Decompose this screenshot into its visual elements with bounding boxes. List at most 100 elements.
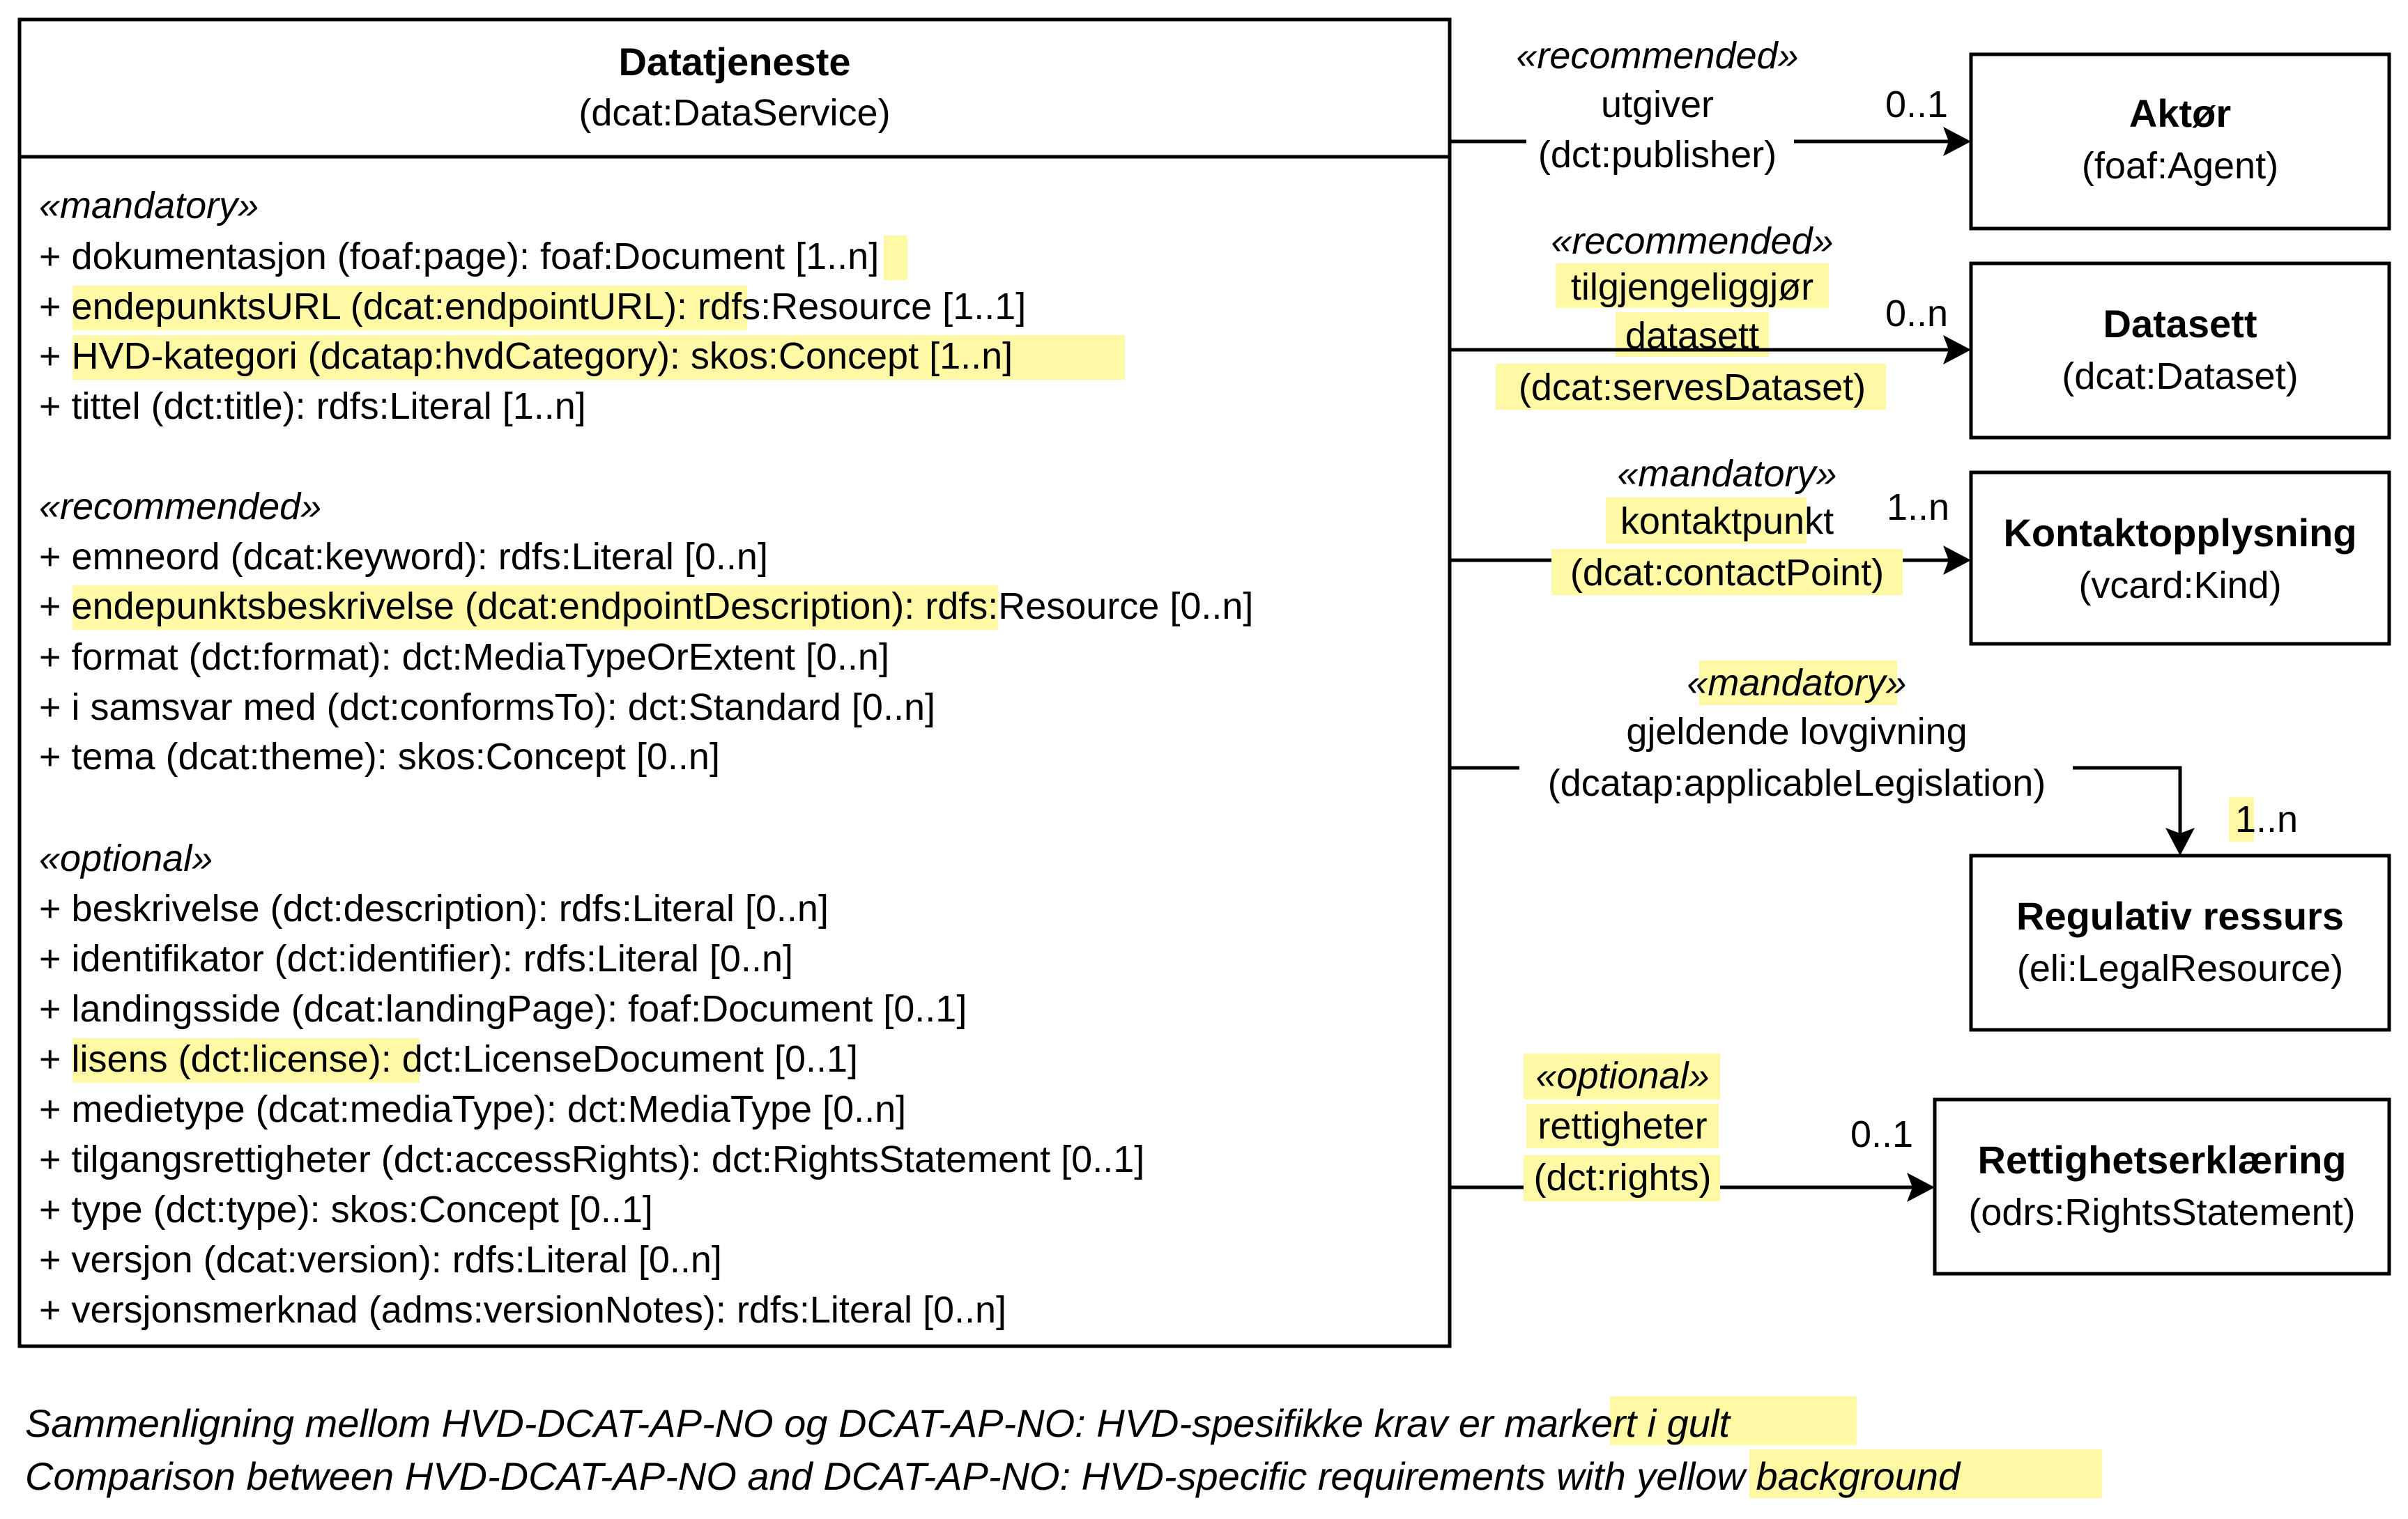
stereotype-recommended: «recommended» (39, 486, 321, 527)
class-name: Rettighetserklæring (1978, 1138, 2347, 1182)
attribute-row: + endepunktsURL (dcat:endpointURL): rdfs… (39, 286, 1026, 327)
association-multiplicity: 1..n (2235, 799, 2298, 840)
class-type: (vcard:Kind) (2078, 564, 2281, 606)
class-type: (foaf:Agent) (2082, 145, 2278, 187)
hvd-highlights (72, 236, 1125, 1083)
association-line (2073, 766, 2182, 849)
caption-line-2: Comparison between HVD-DCAT-AP-NO and DC… (25, 1454, 1961, 1498)
caption: Sammenligning mellom HVD-DCAT-AP-NO og D… (25, 1396, 2102, 1498)
association-label-line2: datasett (1625, 315, 1759, 357)
class-kontaktopplysning: Kontaktopplysning (vcard:Kind) (1969, 470, 2391, 646)
arrowhead-icon (1907, 1173, 1935, 1202)
attribute-row: + identifikator (dct:identifier): rdfs:L… (39, 938, 793, 980)
association-multiplicity: 0..1 (1885, 84, 1948, 125)
attribute-row: + tittel (dct:title): rdfs:Literal [1..n… (39, 385, 586, 427)
association-label: kontaktpunkt (1620, 500, 1834, 542)
class-name: Datatjeneste (618, 40, 850, 84)
class-rettighetserklaring: Rettighetserklæring (odrs:RightsStatemen… (1933, 1097, 2391, 1276)
association-label: gjeldende lovgivning (1626, 711, 1967, 753)
association-rights: «optional» rettigheter (dct:rights) 0..1 (1533, 1055, 1913, 1198)
association-serves-dataset: «recommended» tilgjengeliggjør datasett … (1519, 220, 1948, 408)
highlight-mark (1749, 1449, 2102, 1498)
highlight-mark (1524, 1155, 1720, 1201)
class-datasett: Datasett (dcat:Dataset) (1969, 261, 2391, 440)
highlight-mark (1699, 661, 1897, 705)
association-property: (dct:publisher) (1538, 134, 1777, 176)
attribute-row: + dokumentasjon (foaf:page): foaf:Docume… (39, 236, 879, 277)
class-name: Regulativ ressurs (2016, 894, 2344, 938)
attribute-row: + versjonsmerknad (adms:versionNotes): r… (39, 1289, 1006, 1331)
highlight-mark (1551, 549, 1903, 595)
arrowheads (1907, 127, 2195, 1202)
class-type: (dcat:DataService) (578, 92, 890, 134)
stereotype-mandatory: «mandatory» (39, 185, 259, 226)
class-box (1969, 470, 2391, 646)
association-label-line1: tilgjengeliggjør (1571, 266, 1813, 308)
class-type: (dcat:Dataset) (2062, 355, 2298, 397)
class-regulativ-ressurs: Regulativ ressurs (eli:LegalResource) (1969, 854, 2391, 1032)
highlight-mark (72, 286, 747, 330)
class-box (17, 17, 1452, 1348)
association-stereotype: «mandatory» (1617, 453, 1836, 495)
association-property: (dcatap:applicableLegislation) (1548, 762, 2046, 804)
highlight-mark (1526, 1104, 1719, 1148)
arrowhead-icon (1943, 127, 1971, 156)
highlight-mark (1606, 498, 1807, 543)
association-property: (dct:rights) (1533, 1157, 1711, 1198)
highlight-mark (884, 236, 907, 280)
association-applicable-legislation: «mandatory» gjeldende lovgivning (dcatap… (1548, 662, 2298, 840)
class-type: (eli:LegalResource) (2017, 948, 2343, 989)
highlight-mark (1524, 1054, 1720, 1100)
arrowhead-icon (1943, 335, 1971, 364)
attribute-row: + versjon (dcat:version): rdfs:Literal [… (39, 1239, 722, 1281)
attribute-row: + tilgangsrettigheter (dct:accessRights)… (39, 1139, 1144, 1180)
class-box (1969, 261, 2391, 440)
highlight-mark (72, 335, 1125, 380)
association-stereotype: «recommended» (1551, 220, 1833, 262)
attribute-row: + emneord (dcat:keyword): rdfs:Literal [… (39, 536, 768, 578)
class-name: Datasett (2103, 302, 2257, 346)
highlight-mark (1556, 263, 1829, 308)
class-aktor: Aktør (foaf:Agent) (1969, 52, 2391, 231)
association-multiplicity: 1..n (1887, 486, 1949, 528)
attribute-row: + type (dct:type): skos:Concept [0..1] (39, 1189, 653, 1231)
association-label: rettigheter (1537, 1105, 1707, 1147)
association-publisher: «recommended» utgiver (dct:publisher) 0.… (1516, 35, 1948, 176)
highlight-mark (2229, 797, 2254, 842)
association-lines (1450, 139, 2182, 1189)
attribute-row: + medietype (dcat:mediaType): dct:MediaT… (39, 1088, 906, 1130)
highlight-mark (72, 585, 998, 630)
association-stereotype: «optional» (1535, 1055, 1709, 1097)
association-property: (dcat:servesDataset) (1519, 367, 1866, 408)
arrowhead-icon (1943, 546, 1971, 575)
class-type: (odrs:RightsStatement) (1968, 1192, 2355, 1233)
attribute-row: + HVD-kategori (dcatap:hvdCategory): sko… (39, 335, 1013, 377)
class-box (1969, 854, 2391, 1032)
association-multiplicity: 0..1 (1850, 1113, 1913, 1155)
association-stereotype: «recommended» (1516, 35, 1798, 77)
class-name: Aktør (2129, 91, 2231, 135)
class-box (1969, 52, 2391, 231)
class-name: Kontaktopplysning (2003, 511, 2356, 555)
highlight-mark (72, 1038, 420, 1083)
arrowhead-icon (2165, 828, 2195, 856)
attribute-row: + endepunktsbeskrivelse (dcat:endpointDe… (39, 585, 1253, 627)
association-stereotype: «mandatory» (1687, 662, 1906, 704)
attribute-row: + lisens (dct:license): dct:LicenseDocum… (39, 1038, 858, 1080)
attribute-row: + tema (dcat:theme): skos:Concept [0..n] (39, 736, 720, 778)
association-property: (dcat:contactPoint) (1570, 552, 1884, 594)
attribute-row: + beskrivelse (dct:description): rdfs:Li… (39, 888, 829, 930)
attribute-row: + i samsvar med (dct:conformsTo): dct:St… (39, 686, 935, 728)
class-box (1933, 1097, 2391, 1276)
association-label: utgiver (1601, 84, 1714, 125)
caption-line-1: Sammenligning mellom HVD-DCAT-AP-NO og D… (25, 1401, 1731, 1445)
class-datatjeneste: Datatjeneste (dcat:DataService) «mandato… (17, 17, 1452, 1348)
attribute-row: + landingsside (dcat:landingPage): foaf:… (39, 988, 967, 1030)
association-multiplicity: 0..n (1885, 293, 1948, 334)
attribute-row: + format (dct:format): dct:MediaTypeOrEx… (39, 636, 889, 678)
association-highlights (1496, 263, 2254, 1201)
highlight-mark (1496, 364, 1886, 410)
stereotype-optional: «optional» (39, 838, 213, 879)
highlight-mark (1610, 1396, 1857, 1445)
